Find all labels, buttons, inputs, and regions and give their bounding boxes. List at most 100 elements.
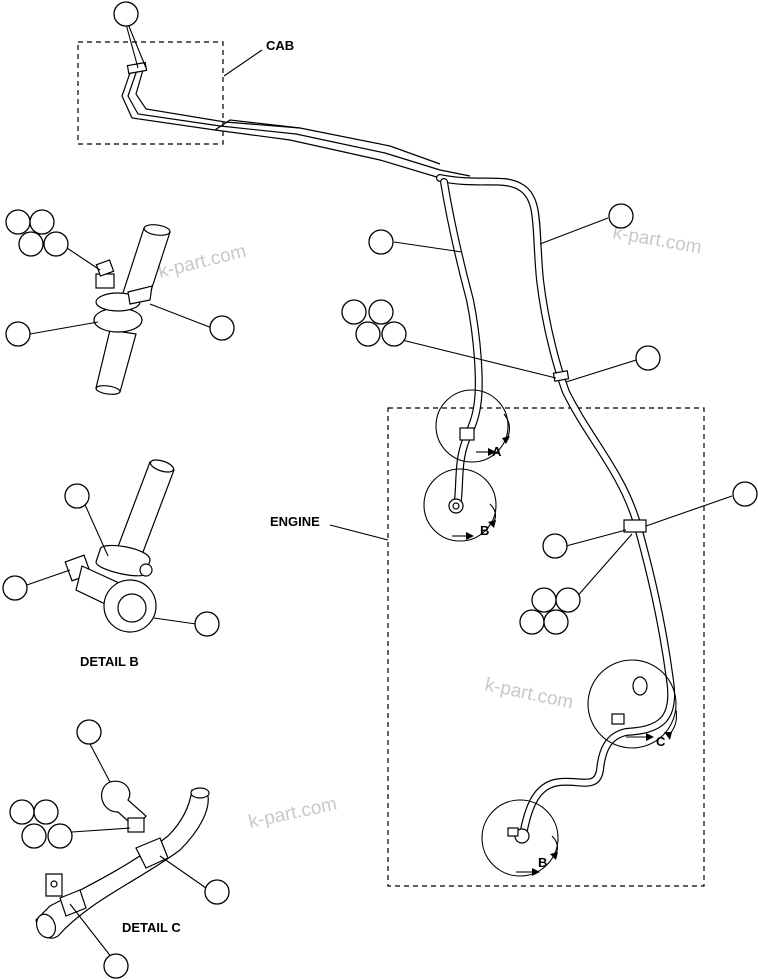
callout-balloon: [18, 231, 44, 257]
callout-leaders: [23, 23, 733, 959]
leader-right-hose: [539, 217, 609, 245]
detail-b-port-inner: [117, 593, 147, 623]
watermark-4: k-part.com: [247, 794, 339, 833]
watermarks: k-part.com k-part.com k-part.com k-part.…: [156, 222, 703, 833]
engine-dashed-box: [387, 407, 705, 887]
leader-engine-clamp: [645, 495, 733, 527]
leader-clamp-right: [565, 359, 637, 383]
leader-detail-b-hose: [81, 497, 109, 557]
detail-c-clamp-nut: [127, 817, 145, 833]
callout-balloon: [29, 209, 55, 235]
detail-b-hose: [115, 461, 175, 561]
clamp-tube-bottom-end: [95, 385, 121, 395]
watermark-3: k-part.com: [483, 674, 575, 713]
hose-clamp-1: [552, 370, 570, 382]
leader-clamp-top-ear: [149, 303, 213, 329]
leader-clamp-top-band: [29, 321, 99, 335]
clamp-nut: [95, 259, 115, 277]
cab-area: CAB: [77, 38, 294, 145]
engine-area: ENGINE: [270, 407, 705, 887]
callout-balloon: [103, 953, 129, 979]
fitting-b-top-inner: [452, 502, 460, 510]
detail-c-sleeve-2: [59, 889, 87, 917]
detail-b-clamp-bolt: [139, 563, 153, 577]
cab-label: CAB: [266, 38, 294, 53]
callout-balloon: [355, 321, 381, 347]
hose-line-1: [121, 69, 471, 183]
clamp-bolt-body: [95, 273, 115, 289]
detail-c-sleeve-1: [135, 837, 169, 869]
callout-balloon: [543, 609, 569, 635]
leader-left-hose: [393, 241, 463, 253]
clamp-ear: [127, 285, 153, 305]
detail-circle-a: [435, 389, 509, 463]
detail-c: DETAIL C: [35, 780, 210, 939]
arrow-a-head2: [488, 448, 496, 456]
callout-balloon: [21, 823, 47, 849]
view-label-c: C: [656, 734, 666, 749]
detail-circle-b-top: [423, 468, 497, 542]
callout-balloon: [732, 481, 758, 507]
detail-c-tab-hole: [50, 880, 58, 888]
hose-clamp-2: [623, 519, 647, 533]
fitting-a: [459, 427, 475, 441]
callout-balloon: [5, 321, 31, 347]
arrow-c-head2: [646, 733, 654, 741]
right-hose-inner: [437, 175, 674, 833]
leader-clamp-top-nut: [63, 245, 101, 271]
callout-balloon: [519, 609, 545, 635]
detail-c-label: DETAIL C: [122, 920, 181, 935]
arrow-b2-head2: [532, 868, 540, 876]
callout-balloon: [368, 229, 394, 255]
cab-leader: [223, 49, 263, 77]
clamp-tube-top-end: [143, 224, 171, 236]
detail-b-label: DETAIL B: [80, 654, 139, 669]
callout-balloon: [76, 719, 102, 745]
cab-dashed-box: [77, 41, 224, 145]
fitting-c: [632, 676, 648, 696]
arrow-b1-head2: [466, 532, 474, 540]
view-label-a: A: [492, 444, 502, 459]
callout-balloon: [43, 231, 69, 257]
leader-detail-b-nut: [23, 569, 71, 587]
callout-balloon: [531, 587, 557, 613]
callout-balloon: [368, 299, 394, 325]
callout-balloon: [64, 483, 90, 509]
callout-balloon: [542, 533, 568, 559]
hose-bump: [214, 119, 301, 131]
hose-line-3: [135, 69, 441, 165]
leader-cab-top: [125, 23, 139, 69]
callout-balloon: [209, 315, 235, 341]
leader-clamp-cluster: [401, 339, 557, 379]
leader-detail-c-tab: [69, 903, 113, 959]
detail-circle-c: [587, 659, 677, 749]
arrow-b2-head: [550, 852, 558, 860]
callout-balloon: [204, 879, 230, 905]
main-hose-bundle: [121, 61, 676, 834]
engine-label: ENGINE: [270, 514, 320, 529]
arrow-b1-head: [488, 520, 496, 528]
callout-balloon: [5, 209, 31, 235]
callout-balloon: [635, 345, 661, 371]
callout-balloon: [381, 321, 407, 347]
leader-engine-left: [565, 529, 627, 547]
clamp-detail-top: [93, 224, 171, 395]
hose-clamp-3: [611, 713, 625, 725]
leader-detail-c-loop: [89, 743, 111, 783]
hose-line-2: [127, 69, 471, 177]
callout-balloon: [555, 587, 581, 613]
callout-balloon: [2, 575, 28, 601]
view-label-b-top: B: [480, 523, 489, 538]
clamp-tube-bottom: [95, 329, 137, 393]
callout-balloon: [113, 1, 139, 27]
leader-cab-top-2: [127, 23, 147, 69]
detail-b-hose-end: [149, 459, 175, 473]
leader-detail-b-port: [153, 617, 197, 625]
engine-detail-circles: A B C B: [423, 389, 678, 877]
callout-balloon: [194, 611, 220, 637]
detail-c-tube-end-bottom: [35, 913, 57, 939]
callout-balloon: [47, 823, 73, 849]
watermark-1: k-part.com: [156, 241, 248, 283]
